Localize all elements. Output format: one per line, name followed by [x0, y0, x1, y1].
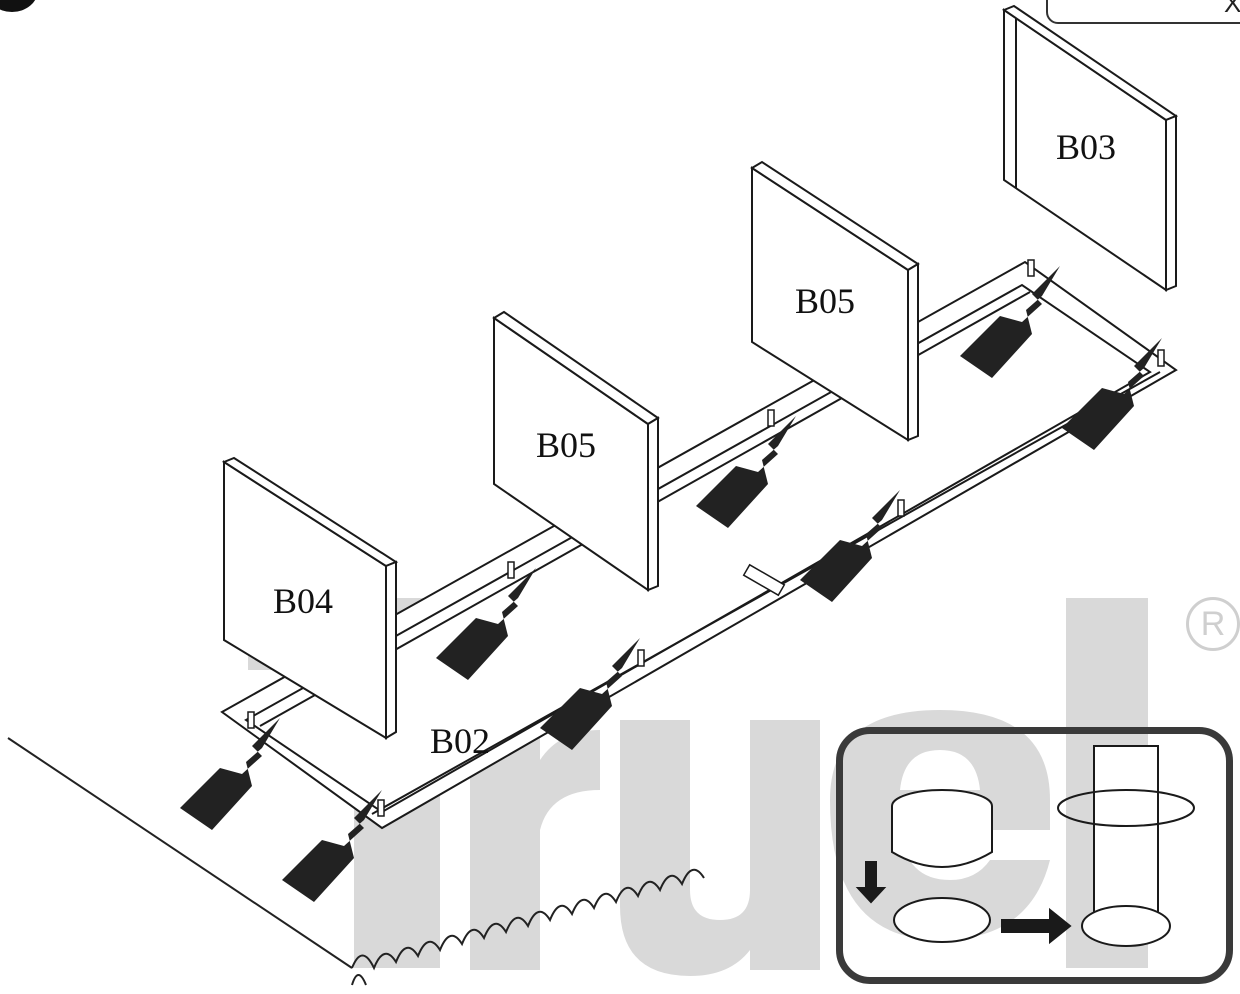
glue-bottle-icon — [180, 718, 280, 830]
top-label-box — [1046, 0, 1240, 24]
part-label-b04: B04 — [273, 581, 334, 621]
panel-b04 — [221, 456, 399, 740]
dowel-icon — [1157, 349, 1165, 367]
glue-bottle-icon — [800, 490, 900, 602]
glue-bottle-icon — [1062, 338, 1162, 450]
part-label-b03: B03 — [1056, 127, 1117, 167]
part-label-b05-left: B05 — [536, 425, 597, 465]
down-arrow-icon — [855, 861, 887, 904]
dowel-icon — [507, 561, 515, 579]
glue-bottle-icon — [960, 266, 1060, 378]
part-label-b02: B02 — [430, 721, 491, 761]
close-glyph: X — [1224, 0, 1240, 18]
dowel-icon — [897, 499, 905, 517]
rotate-arrow-icon — [1057, 789, 1195, 827]
dowel-icon — [377, 799, 385, 817]
glue-bottle-icon — [540, 638, 640, 750]
glue-bottle-icon — [696, 416, 796, 528]
dowel-icon — [767, 409, 775, 427]
part-label-b05-right: B05 — [795, 281, 856, 321]
dowel-icon — [247, 711, 255, 729]
glue-bottle-icon — [436, 568, 536, 680]
panel-b05-left — [492, 310, 660, 592]
glue-bottle-icon — [282, 790, 382, 902]
connector-icon — [742, 563, 786, 597]
dowel-icon — [637, 649, 645, 667]
panel-b05-right — [750, 160, 920, 442]
cam-lock-detail — [855, 745, 1195, 947]
registered-mark: R — [1186, 597, 1240, 651]
panel-b03 — [1001, 4, 1179, 292]
right-arrow-icon — [1001, 907, 1072, 945]
floor — [7, 737, 705, 986]
dowel-icon — [1027, 259, 1035, 277]
cam-lock-inset-frame — [836, 727, 1233, 984]
